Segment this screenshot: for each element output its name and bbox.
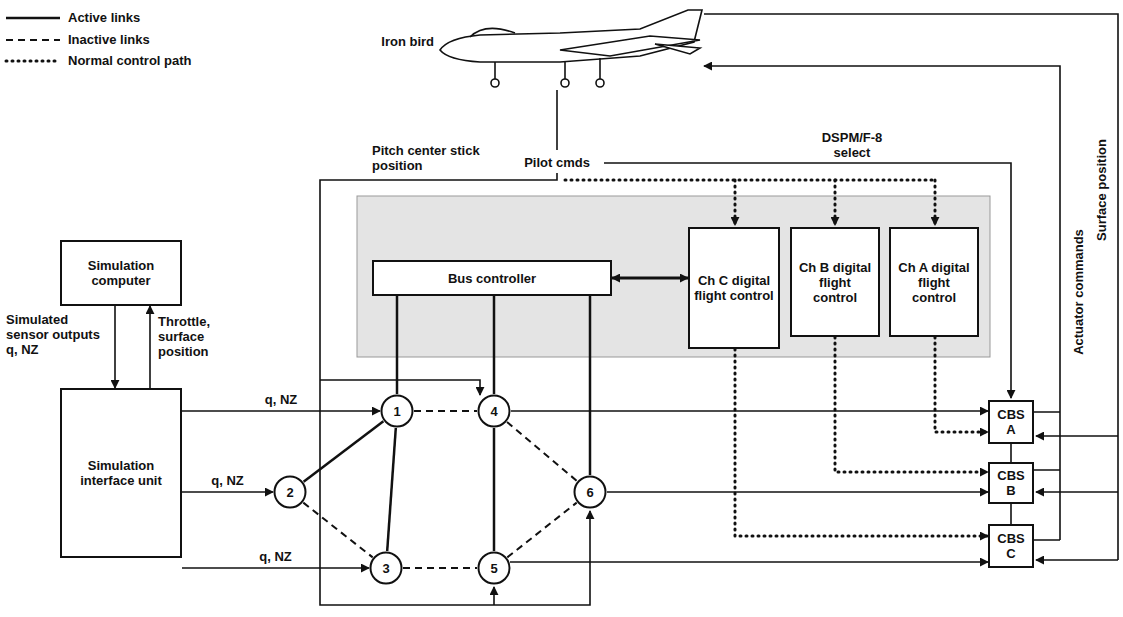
connector — [396, 296, 399, 394]
bus-node-circle: 5 — [477, 551, 511, 585]
circle-shape — [275, 477, 306, 508]
signal-label: Simulated sensor outputs q, NZ — [6, 312, 110, 357]
connector — [935, 337, 988, 432]
connector — [589, 296, 592, 475]
node-text: 4 — [490, 404, 497, 419]
sim-computer-box: Simulation computer — [60, 240, 182, 306]
signal-label: Actuator commands — [1071, 229, 1086, 355]
node-text: CBS A — [994, 407, 1028, 437]
node-text: 1 — [393, 404, 400, 419]
circle-shape — [575, 477, 606, 508]
signal-label: Pilot cmds — [517, 155, 597, 170]
connector — [182, 410, 380, 412]
connector — [414, 410, 477, 412]
connector — [303, 503, 372, 558]
connector — [1010, 444, 1012, 462]
node-text: Ch B digital flight control — [796, 260, 874, 305]
node-text: Bus controller — [448, 271, 536, 286]
node-text: 5 — [490, 561, 497, 576]
cbs-box: CBS C — [988, 524, 1034, 568]
connector — [507, 422, 577, 481]
legend-samples — [6, 18, 60, 61]
node-text: 6 — [586, 485, 593, 500]
connector — [493, 428, 496, 551]
circle-shape — [382, 396, 413, 427]
signal-label: Pitch center stick position — [372, 143, 494, 173]
computer-region — [357, 196, 990, 357]
bus-controller-box: Bus controller — [372, 260, 612, 296]
flight-control-box: Ch B digital flight control — [790, 227, 880, 337]
bus-node-circle: 2 — [273, 475, 307, 509]
connector — [735, 349, 988, 536]
connector — [612, 277, 688, 280]
signal-label: q, NZ — [263, 392, 300, 407]
connector — [304, 421, 384, 481]
bus-node-circle: 4 — [477, 394, 511, 428]
connector — [493, 296, 496, 394]
node-text: Ch C digital flight control — [694, 273, 774, 303]
connector — [182, 567, 369, 569]
legend-text: Normal control path — [68, 53, 192, 68]
legend-text: Active links — [68, 10, 140, 25]
circle-shape — [479, 396, 510, 427]
connector — [1010, 504, 1012, 524]
connector — [510, 561, 988, 563]
connector — [507, 503, 576, 558]
connector — [149, 306, 151, 388]
connector — [607, 491, 988, 493]
cbs-box: CBS A — [988, 400, 1034, 444]
signal-label: Throttle, surface position — [158, 314, 248, 359]
connector — [835, 337, 988, 472]
connector — [387, 428, 396, 551]
signal-label: q, NZ — [209, 473, 246, 488]
node-text: 2 — [286, 485, 293, 500]
legend-text: Inactive links — [68, 32, 150, 47]
bus-node-circle: 1 — [380, 394, 414, 428]
cbs-box: CBS B — [988, 462, 1034, 504]
node-text: 3 — [382, 561, 389, 576]
signal-label: DSPM/F-8 select — [802, 130, 902, 160]
connector — [403, 567, 477, 569]
node-text: CBS B — [994, 468, 1028, 498]
flight-control-box: Ch C digital flight control — [688, 227, 780, 349]
node-text: Ch A digital flight control — [895, 260, 973, 305]
connector — [182, 491, 273, 493]
connector — [511, 410, 988, 412]
bus-node-circle: 6 — [573, 475, 607, 509]
node-text: Simulation computer — [66, 258, 176, 288]
signal-label: Surface position — [1094, 139, 1109, 241]
circle-shape — [371, 553, 402, 584]
node-text: Simulation interface unit — [66, 458, 176, 488]
signal-wires — [320, 14, 1118, 605]
interface-unit-box: Simulation interface unit — [60, 388, 182, 558]
connector — [114, 306, 116, 388]
aircraft-label: Iron bird — [368, 34, 434, 49]
iron-bird-aircraft — [440, 10, 702, 87]
flight-control-box: Ch A digital flight control — [889, 227, 979, 337]
bus-node-circle: 3 — [369, 551, 403, 585]
node-text: CBS C — [994, 531, 1028, 561]
circle-shape — [479, 553, 510, 584]
signal-label: q, NZ — [257, 549, 294, 564]
